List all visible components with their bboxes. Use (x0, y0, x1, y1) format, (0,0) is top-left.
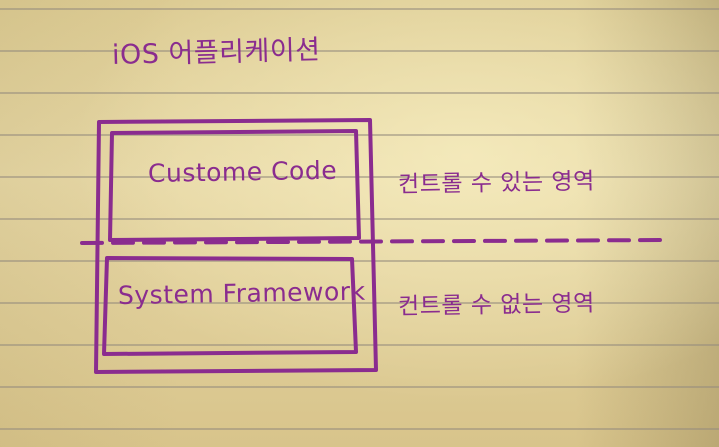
control-boundary-dashed-line (80, 238, 670, 245)
system-framework-label: System Framework (117, 276, 366, 310)
ruled-line (0, 134, 719, 136)
ruled-line (0, 176, 719, 178)
custom-code-box (108, 129, 361, 242)
ruled-line (0, 8, 719, 10)
ruled-line (0, 386, 719, 388)
ruled-line (0, 344, 719, 346)
system-framework-box (102, 256, 358, 356)
ruled-line (0, 260, 719, 262)
app-outer-frame (94, 118, 378, 374)
page-title: iOS 어플리케이션 (111, 34, 321, 71)
uncontrollable-area-note: 컨트롤 수 없는 영역 (397, 290, 595, 320)
ruled-line (0, 428, 719, 430)
ruled-line (0, 50, 719, 52)
custom-code-label: Custome Code (147, 155, 338, 188)
ruled-line (0, 302, 719, 304)
controllable-area-note: 컨트롤 수 있는 영역 (397, 168, 595, 198)
ruled-line (0, 92, 719, 94)
